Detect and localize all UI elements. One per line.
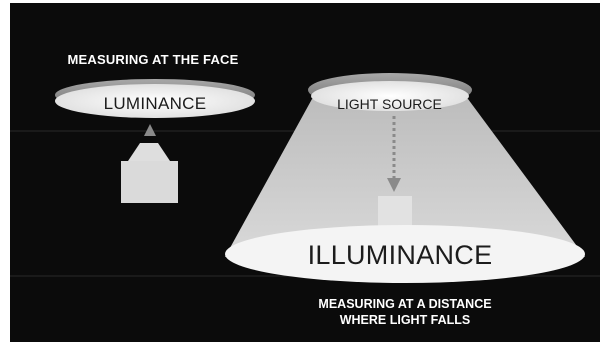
diagram-panel: MEASURING AT THE FACE LUMINANCE LIGHT SO… — [10, 3, 600, 342]
meter-head — [128, 143, 170, 161]
luminance-arrow-icon — [144, 124, 156, 136]
luminance-label: LUMINANCE — [60, 94, 250, 114]
distance-caption-line1: MEASURING AT A DISTANCE — [275, 296, 535, 312]
distance-caption: MEASURING AT A DISTANCE WHERE LIGHT FALL… — [275, 296, 535, 328]
meter-body — [121, 161, 178, 203]
distance-caption-line2: WHERE LIGHT FALLS — [275, 312, 535, 328]
target-meter — [378, 196, 412, 226]
light-source-label: LIGHT SOURCE — [312, 96, 467, 112]
face-caption: MEASURING AT THE FACE — [48, 52, 258, 67]
illuminance-label: ILLUMINANCE — [265, 240, 535, 271]
